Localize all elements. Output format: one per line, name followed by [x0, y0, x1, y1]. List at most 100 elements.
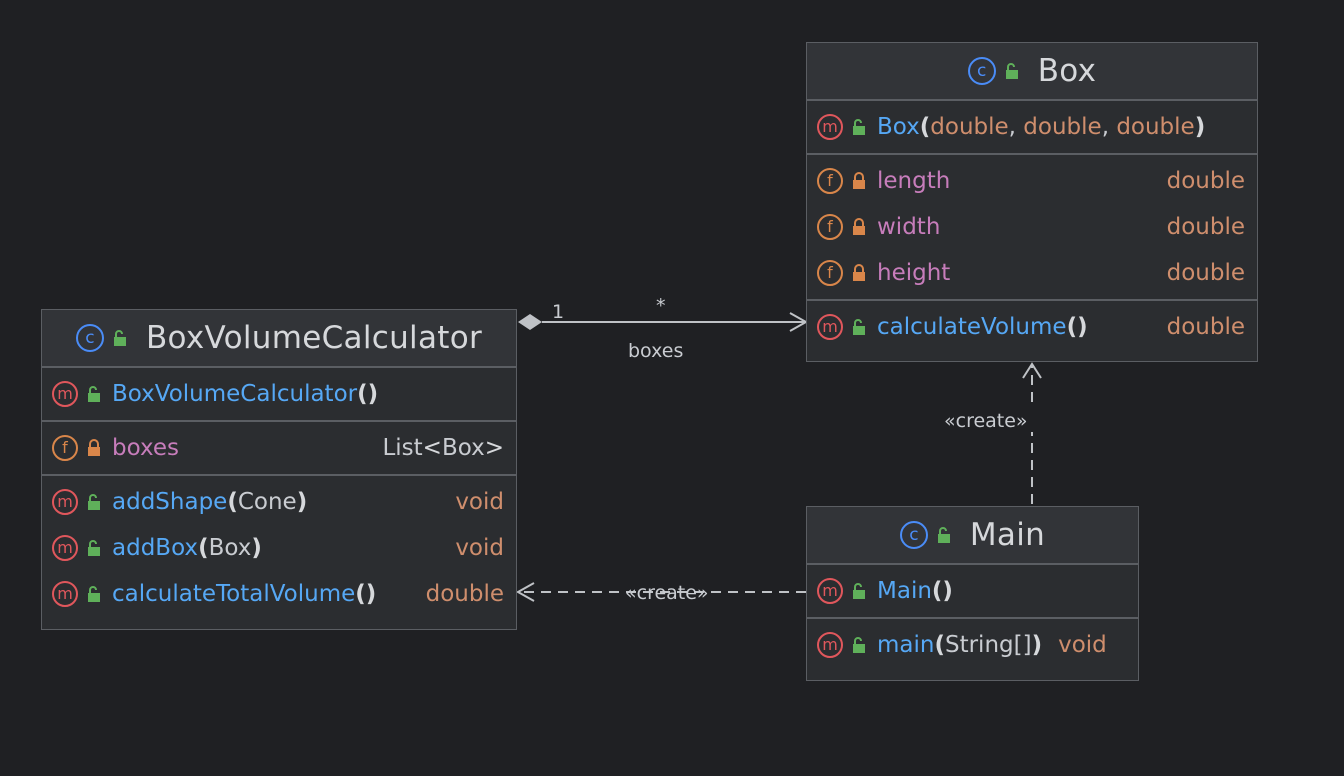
constructor-signature: Main(): [877, 578, 1126, 604]
create-dependency-calculator[interactable]: «create»: [515, 582, 806, 604]
method-name: calculateTotalVolume: [112, 581, 356, 607]
method-signature: calculateVolume(): [877, 314, 1167, 340]
unlocked-padlock-icon: [851, 636, 867, 654]
create-stereotype-label: «create»: [944, 410, 1028, 432]
field-type: List<Box>: [382, 435, 504, 461]
member-row[interactable]: m main(String[]) void: [807, 622, 1138, 668]
locked-padlock-icon: [851, 264, 867, 282]
f-circle-icon: f: [817, 214, 843, 240]
constructor-params: (): [357, 381, 379, 407]
class-box[interactable]: c Box m Box(double, double, double) f le…: [806, 42, 1258, 362]
unlocked-padlock-icon: [86, 585, 102, 603]
field-name: width: [877, 214, 941, 240]
class-box-volume-calculator[interactable]: c BoxVolumeCalculator m BoxVolumeCalcula…: [41, 309, 517, 630]
method-name: main: [877, 632, 935, 658]
field-name: height: [877, 260, 951, 286]
method-params: (): [1066, 314, 1088, 340]
member-row[interactable]: m addBox(Box) void: [42, 525, 516, 571]
m-circle-icon: m: [817, 314, 843, 340]
m-circle-icon: m: [52, 535, 78, 561]
class-main[interactable]: c Main m Main() m main(String[]) void: [806, 506, 1139, 681]
unlocked-padlock-icon: [851, 118, 867, 136]
f-circle-icon: f: [817, 260, 843, 286]
create-dependency-box[interactable]: «create»: [944, 362, 1042, 504]
method-signature: main(String[]): [877, 632, 1043, 658]
param-type: Box: [208, 535, 252, 561]
aggregation-role-label: boxes: [628, 340, 683, 362]
m-circle-icon: m: [52, 581, 78, 607]
aggregation-diamond: [518, 314, 542, 330]
member-row[interactable]: m calculateVolume() double: [807, 304, 1257, 350]
methods-section: m calculateVolume() double: [807, 301, 1257, 353]
dependency-arrowhead: [1022, 362, 1042, 379]
source-multiplicity: 1: [552, 301, 564, 323]
field-type: double: [1166, 214, 1245, 240]
field-type: double: [1166, 260, 1245, 286]
return-type: double: [425, 581, 504, 607]
m-circle-icon: m: [817, 632, 843, 658]
unlocked-padlock-icon: [112, 329, 128, 347]
member-row[interactable]: m Box(double, double, double): [807, 104, 1257, 150]
field-name: length: [877, 168, 951, 194]
unlocked-padlock-icon: [86, 493, 102, 511]
unlocked-padlock-icon: [86, 539, 102, 557]
param-type: double: [1116, 114, 1195, 140]
c-circle-icon: c: [75, 324, 104, 352]
member-row[interactable]: m Main(): [807, 568, 1138, 614]
unlocked-padlock-icon: [936, 526, 952, 544]
unlocked-padlock-icon: [851, 318, 867, 336]
fields-section: f length double f width double f height …: [807, 155, 1257, 301]
f-circle-icon: f: [817, 168, 843, 194]
constructor-signature: Box(double, double, double): [877, 114, 1206, 140]
locked-padlock-icon: [86, 439, 102, 457]
return-type: void: [455, 489, 504, 515]
constructors-section: m BoxVolumeCalculator(): [42, 368, 516, 422]
constructor-name: Main: [877, 578, 932, 604]
class-header: c Box: [807, 43, 1257, 101]
m-circle-icon: m: [817, 578, 843, 604]
unlocked-padlock-icon: [1004, 62, 1020, 80]
constructors-section: m Box(double, double, double): [807, 101, 1257, 155]
constructor-name: Box: [877, 114, 920, 140]
class-name: Main: [969, 517, 1046, 553]
class-name: Box: [1037, 53, 1097, 89]
param-type: double: [1023, 114, 1102, 140]
locked-padlock-icon: [851, 172, 867, 190]
locked-padlock-icon: [851, 218, 867, 236]
return-type: void: [1058, 632, 1107, 658]
field-type: double: [1166, 168, 1245, 194]
method-name: addShape: [112, 489, 228, 515]
field-name: boxes: [112, 435, 180, 461]
class-header: c BoxVolumeCalculator: [42, 310, 516, 368]
constructor-params: (): [931, 578, 953, 604]
method-name: addBox: [112, 535, 199, 561]
member-row[interactable]: m calculateTotalVolume() double: [42, 571, 516, 617]
method-name: calculateVolume: [877, 314, 1067, 340]
method-signature: addShape(Cone): [112, 489, 308, 515]
create-stereotype-label: «create»: [625, 582, 709, 604]
member-row[interactable]: f length double: [807, 158, 1257, 204]
return-type: double: [1166, 314, 1245, 340]
member-row[interactable]: f boxes List<Box>: [42, 425, 516, 471]
dependency-arrowhead: [515, 582, 535, 602]
m-circle-icon: m: [52, 381, 78, 407]
class-name: BoxVolumeCalculator: [145, 320, 483, 356]
member-row[interactable]: f height double: [807, 250, 1257, 296]
constructor-name: BoxVolumeCalculator: [112, 381, 358, 407]
param-type: Cone: [237, 489, 297, 515]
target-multiplicity: *: [656, 295, 666, 317]
member-row[interactable]: f width double: [807, 204, 1257, 250]
method-signature: addBox(Box): [112, 535, 262, 561]
member-row[interactable]: m addShape(Cone) void: [42, 479, 516, 525]
member-row[interactable]: m BoxVolumeCalculator(): [42, 371, 516, 417]
unlocked-padlock-icon: [851, 582, 867, 600]
c-circle-icon: c: [967, 57, 996, 85]
class-header: c Main: [807, 507, 1138, 565]
unlocked-padlock-icon: [86, 385, 102, 403]
param-type: double: [930, 114, 1009, 140]
return-type: void: [455, 535, 504, 561]
aggregation-edge[interactable]: 1 * boxes: [518, 295, 809, 362]
fields-section: f boxes List<Box>: [42, 422, 516, 476]
method-signature: calculateTotalVolume(): [112, 581, 377, 607]
